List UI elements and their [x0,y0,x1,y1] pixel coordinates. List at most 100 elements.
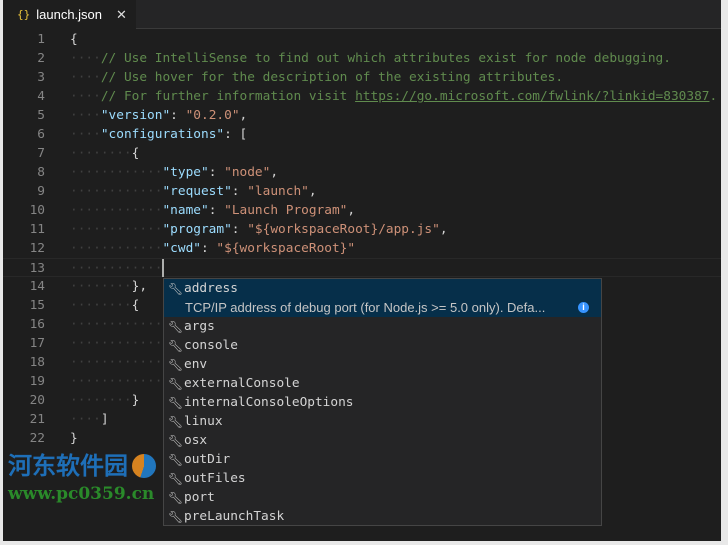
code-text: ············ [70,372,162,391]
code-token: , [308,184,317,199]
suggest-item[interactable]: 🔧︎console [164,336,601,355]
code-token: ············ [70,165,163,180]
code-token: ············ [70,203,163,218]
code-token: "0.2.0" [185,108,240,123]
tab-launch-json[interactable]: {} launch.json ✕ [3,0,136,29]
line-number: 5 [37,108,45,123]
code-line[interactable]: 21····] [3,410,721,429]
code-line[interactable]: 1{ [3,30,721,49]
suggest-item[interactable]: 🔧︎args [164,317,601,336]
line-number: 19 [29,374,45,389]
code-token: ···· [70,127,101,142]
code-token: : [231,184,248,199]
code-token: "Launch Program" [224,203,348,218]
code-token: , [439,222,448,237]
code-line[interactable]: 6····"configurations": [ [3,125,721,144]
suggest-item[interactable]: 🔧︎port [164,488,601,507]
code-line[interactable]: 15 ········{ [3,296,721,315]
code-text: { [70,30,78,49]
code-token: ············ [70,261,163,276]
code-token: "type" [162,165,209,180]
code-line[interactable]: 11············"program": "${workspaceRoo… [3,220,721,239]
suggest-item[interactable]: 🔧︎outDir [164,450,601,469]
close-tab-icon[interactable]: ✕ [116,6,127,22]
code-token: ············ [70,222,163,237]
suggest-label: outFiles [184,471,246,486]
code-line[interactable]: 17············ [3,334,721,353]
suggest-label: internalConsoleOptions [184,395,354,410]
code-text: ············ [70,259,162,278]
suggest-item[interactable]: 🔧︎osx [164,431,601,450]
code-token: ············ [70,336,163,351]
line-number: 16 [29,317,45,332]
info-icon[interactable]: i [578,302,589,313]
code-text: ············"program": "${workspaceRoot}… [70,220,448,239]
code-link[interactable]: https://go.microsoft.com/fwlink/?linkid=… [355,89,710,104]
code-line[interactable]: 10············"name": "Launch Program", [3,201,721,220]
code-line[interactable]: 16············ [3,315,721,334]
code-text: ····// Use IntelliSense to find out whic… [70,49,671,68]
code-line[interactable]: 8············"type": "node", [3,163,721,182]
wrench-icon: 🔧︎ [168,490,184,505]
code-token: { [131,298,140,313]
suggest-label: externalConsole [184,376,300,391]
suggest-label: port [184,490,215,505]
code-token: ········ [70,279,132,294]
line-number: 4 [37,89,45,104]
code-token: ···· [70,89,101,104]
code-text: ····// For further information visit htt… [70,87,717,106]
suggest-item-selected[interactable]: 🔧︎address [164,279,601,298]
code-token: : [170,108,186,123]
code-token: "launch" [247,184,309,199]
line-number: 20 [29,393,45,408]
code-line[interactable]: 20········} [3,391,721,410]
wrench-icon: 🔧︎ [168,357,184,372]
code-line[interactable]: 22} [3,429,721,448]
suggest-label: args [184,319,215,334]
code-line[interactable]: 13············ [3,258,721,277]
line-number: 6 [37,127,45,142]
tab-title: launch.json [36,7,103,22]
code-line[interactable]: 9············"request": "launch", [3,182,721,201]
code-line[interactable]: 14········}, [3,277,721,296]
suggest-detail-text: TCP/IP address of debug port (for Node.j… [185,300,546,315]
suggest-item[interactable]: 🔧︎outFiles [164,469,601,488]
wrench-icon: 🔧︎ [168,281,184,296]
code-editor[interactable]: 1{2····// Use IntelliSense to find out w… [3,30,721,541]
code-token: "version" [100,108,171,123]
line-number: 15 [29,298,45,313]
json-file-icon: {} [17,8,31,21]
suggest-item[interactable]: 🔧︎internalConsoleOptions [164,393,601,412]
code-token: : [208,203,225,218]
suggest-item[interactable]: 🔧︎preLaunchTask [164,507,601,526]
code-token: { [131,146,140,161]
code-line[interactable]: 19 ············ [3,372,721,391]
suggest-item[interactable]: 🔧︎linux [164,412,601,431]
code-line[interactable]: 7········{ [3,144,721,163]
wrench-icon: 🔧︎ [168,433,184,448]
code-text: ········{ [70,296,139,315]
code-token: : [200,241,217,256]
suggest-label: outDir [184,452,231,467]
code-token: ············ [70,241,163,256]
wrench-icon: 🔧︎ [168,452,184,467]
code-token: , [270,165,279,180]
code-line[interactable]: 18············ [3,353,721,372]
suggest-item[interactable]: 🔧︎env [164,355,601,374]
suggest-item[interactable]: 🔧︎externalConsole [164,374,601,393]
suggest-widget[interactable]: 🔧︎address TCP/IP address of debug port (… [163,278,602,526]
code-line[interactable]: 3····// Use hover for the description of… [3,68,721,87]
code-line[interactable]: 5····"version": "0.2.0", [3,106,721,125]
code-token: } [131,393,140,408]
code-text: ········}, [70,277,147,296]
code-line[interactable]: 2····// Use IntelliSense to find out whi… [3,49,721,68]
code-token: ········ [70,298,132,313]
code-text: ············"cwd": "${workspaceRoot}" [70,239,355,258]
code-token: } [70,431,78,446]
code-token: "node" [224,165,271,180]
code-token: "${workspaceRoot}" [216,241,356,256]
wrench-icon: 🔧︎ [168,319,184,334]
code-line[interactable]: 12············"cwd": "${workspaceRoot}" [3,239,721,258]
code-line[interactable]: 4 ····// For further information visit ht… [3,87,721,106]
code-token: ········ [70,146,132,161]
